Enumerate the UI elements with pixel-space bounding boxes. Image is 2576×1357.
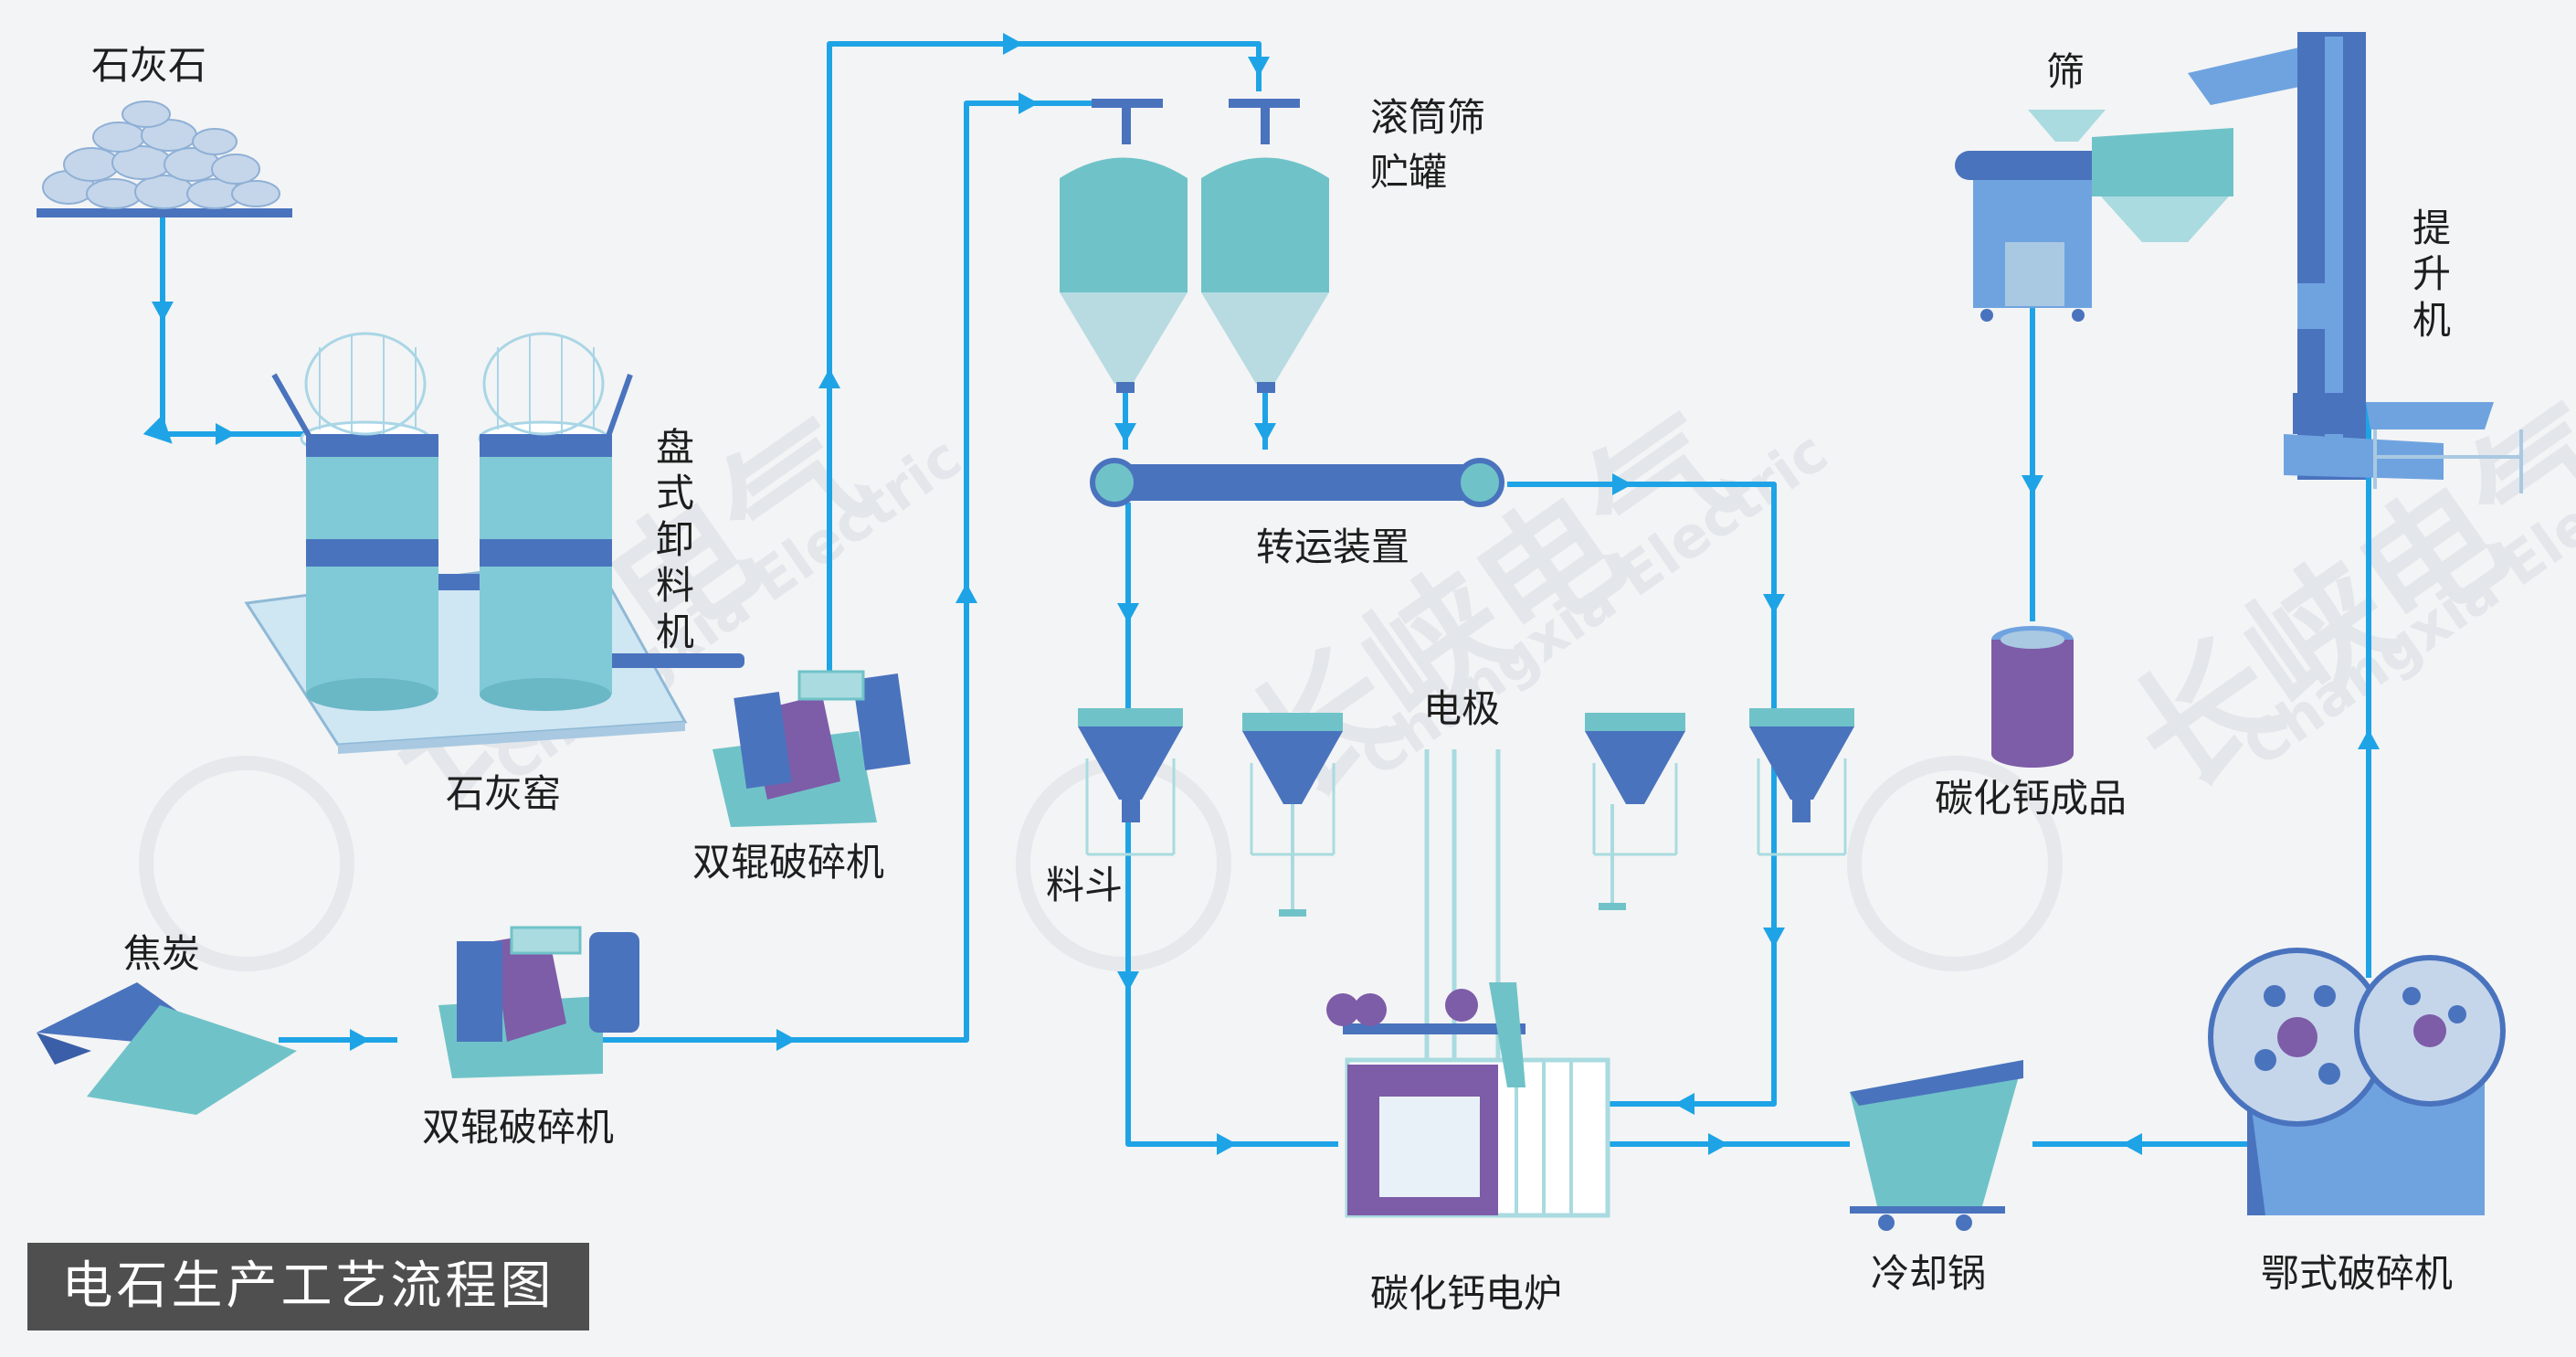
label-product: 碳化钙成品 bbox=[1935, 776, 2127, 821]
hopper-4-icon bbox=[1749, 708, 1854, 856]
label-electrode: 电极 bbox=[1423, 686, 1501, 731]
transfer-conveyor-icon bbox=[1090, 458, 1504, 507]
label-jaw-crusher: 鄂式破碎机 bbox=[2261, 1251, 2454, 1296]
flow-transfer-left-down bbox=[1125, 503, 1338, 1147]
label-double-roll-crusher-1: 双辊破碎机 bbox=[692, 840, 885, 885]
screen-machine-icon bbox=[1955, 110, 2233, 322]
label-limestone: 石灰石 bbox=[91, 43, 207, 88]
lime-kiln-icon bbox=[244, 332, 744, 754]
label-furnace: 碳化钙电炉 bbox=[1370, 1271, 1563, 1316]
flow-limestone-to-kiln bbox=[143, 215, 311, 444]
jaw-crusher-icon bbox=[2208, 948, 2506, 1215]
flow-crusher1-up bbox=[827, 41, 1262, 681]
hopper-3-icon bbox=[1585, 713, 1685, 910]
label-lime-kiln: 石灰窑 bbox=[446, 771, 562, 816]
label-drum-screen: 滚筒筛 bbox=[1370, 95, 1486, 140]
label-cooling-pot: 冷却锅 bbox=[1871, 1251, 1987, 1296]
label-double-roll-crusher-2: 双辊破碎机 bbox=[422, 1105, 615, 1150]
bucket-elevator-icon bbox=[2188, 32, 2523, 493]
double-roll-crusher-2-icon bbox=[438, 926, 639, 1078]
cooling-pot-icon bbox=[1850, 1060, 2023, 1231]
label-transfer-device: 转运装置 bbox=[1256, 525, 1410, 569]
storage-tanks-icon bbox=[1060, 99, 1329, 393]
double-roll-crusher-1-icon bbox=[713, 670, 911, 827]
label-storage-tank: 贮罐 bbox=[1370, 150, 1448, 195]
flow-arrows bbox=[152, 33, 2380, 1155]
label-screen: 筛 bbox=[2046, 49, 2085, 94]
hoppers-icon bbox=[1078, 708, 1854, 917]
label-elevator: 提升机 bbox=[2412, 206, 2451, 343]
diagram-title: 电石生产工艺流程图 bbox=[27, 1243, 589, 1330]
coke-pile-icon bbox=[37, 982, 297, 1115]
hopper-1-icon bbox=[1078, 708, 1183, 856]
label-coke: 焦炭 bbox=[123, 931, 201, 976]
limestone-pile-icon bbox=[37, 101, 292, 217]
label-disc-unloader: 盘式卸料机 bbox=[655, 425, 694, 654]
furnace-icon bbox=[1326, 982, 1610, 1218]
hopper-2-icon bbox=[1242, 713, 1343, 917]
product-barrel-icon bbox=[1991, 626, 2074, 768]
label-hopper: 料斗 bbox=[1046, 863, 1124, 907]
